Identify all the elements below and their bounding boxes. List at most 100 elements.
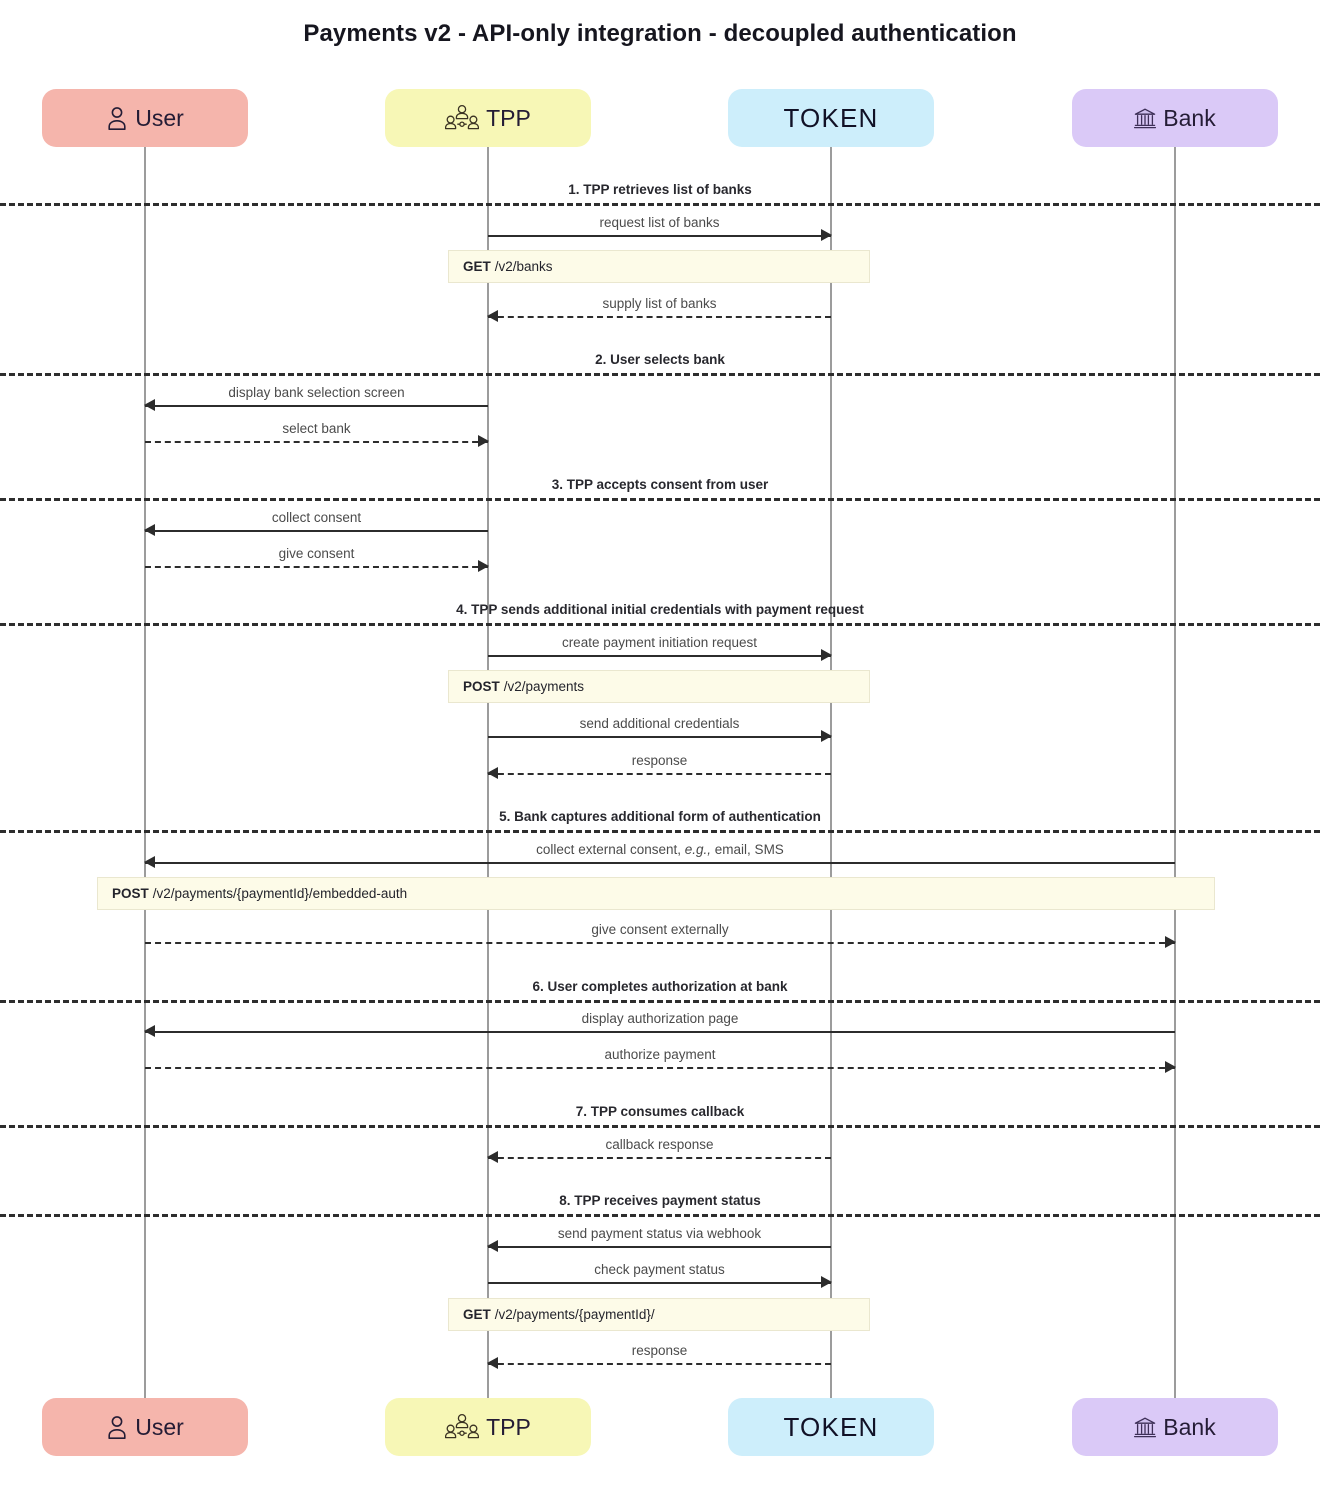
message-line	[488, 316, 831, 318]
arrow-head-icon	[487, 310, 498, 322]
message-label: give consent externally	[591, 922, 729, 937]
message-label: check payment status	[594, 1262, 725, 1277]
message-arrow: collect external consent, e.g., email, S…	[144, 842, 1175, 868]
message-arrow: callback response	[487, 1137, 831, 1163]
section-label-4: 4. TPP sends additional initial credenti…	[456, 602, 864, 617]
section-divider-8	[0, 1214, 1320, 1217]
actor-label-bank: Bank	[1163, 1413, 1216, 1440]
message-line	[145, 1067, 1175, 1069]
message-arrow: collect consent	[144, 510, 488, 536]
message-arrow: supply list of banks	[487, 296, 831, 322]
message-label: collect consent	[271, 510, 362, 525]
note-path: /v2/payments/{paymentId}/embedded-auth	[152, 886, 408, 901]
section-divider-7	[0, 1125, 1320, 1128]
message-arrow: send additional credentials	[488, 716, 832, 742]
actor-label-user: User	[135, 1413, 184, 1440]
section-label-8: 8. TPP receives payment status	[559, 1193, 761, 1208]
actor-token-bottom[interactable]: TOKEN	[728, 1398, 934, 1456]
section-label-3: 3. TPP accepts consent from user	[551, 477, 769, 492]
people-gear-icon	[445, 104, 480, 132]
api-note: GET/v2/payments/{paymentId}/	[448, 1298, 870, 1331]
lifeline-bank	[1174, 146, 1176, 1400]
section-divider-5	[0, 830, 1320, 833]
section-divider-2	[0, 373, 1320, 376]
message-label: authorize payment	[604, 1047, 716, 1062]
person-icon	[106, 105, 128, 131]
message-label: send additional credentials	[579, 716, 740, 731]
message-line	[488, 773, 831, 775]
message-line	[488, 1363, 831, 1365]
actor-label-bank: Bank	[1163, 104, 1216, 131]
note-method: POST	[112, 886, 149, 901]
bank-building-icon	[1134, 1416, 1157, 1438]
section-label-1: 1. TPP retrieves list of banks	[568, 182, 752, 197]
section-label-2: 2. User selects bank	[595, 352, 725, 367]
message-label: supply list of banks	[602, 296, 717, 311]
message-arrow: request list of banks	[488, 215, 832, 241]
actor-label-token: TOKEN	[783, 102, 879, 133]
arrow-head-icon	[144, 856, 155, 868]
actor-label-tpp: TPP	[486, 104, 531, 131]
arrow-head-icon	[144, 1025, 155, 1037]
message-arrow: response	[487, 753, 831, 779]
message-label: create payment initiation request	[561, 635, 758, 650]
message-label: response	[631, 1343, 688, 1358]
actor-tpp-bottom[interactable]: TPP	[385, 1398, 591, 1456]
actor-user-bottom[interactable]: User	[42, 1398, 248, 1456]
actor-label-user: User	[135, 104, 184, 131]
arrow-head-icon	[144, 399, 155, 411]
message-arrow: send payment status via webhook	[487, 1226, 831, 1252]
message-label: response	[631, 753, 688, 768]
message-line	[488, 1157, 831, 1159]
section-divider-6	[0, 1000, 1320, 1003]
api-note: GET/v2/banks	[448, 250, 870, 283]
actor-token-top[interactable]: TOKEN	[728, 89, 934, 147]
message-label: give consent	[278, 546, 355, 561]
message-line	[488, 1282, 831, 1284]
api-note: POST/v2/payments/{paymentId}/embedded-au…	[97, 877, 1215, 910]
actor-user-top[interactable]: User	[42, 89, 248, 147]
note-method: GET	[463, 1307, 491, 1322]
message-label: callback response	[605, 1137, 714, 1152]
message-arrow: create payment initiation request	[488, 635, 832, 661]
arrow-head-icon	[1165, 936, 1176, 948]
note-path: /v2/banks	[494, 259, 553, 274]
arrow-head-icon	[821, 730, 832, 742]
section-divider-3	[0, 498, 1320, 501]
arrow-head-icon	[487, 1151, 498, 1163]
message-line	[145, 566, 488, 568]
actor-tpp-top[interactable]: TPP	[385, 89, 591, 147]
message-line	[145, 942, 1175, 944]
note-method: POST	[463, 679, 500, 694]
message-label: send payment status via webhook	[557, 1226, 762, 1241]
page-title: Payments v2 - API-only integration - dec…	[303, 20, 1017, 47]
message-arrow: display bank selection screen	[144, 385, 488, 411]
message-line	[488, 1246, 831, 1248]
lifeline-token	[830, 146, 832, 1400]
actor-label-tpp: TPP	[486, 1413, 531, 1440]
message-label: collect external consent, e.g., email, S…	[536, 842, 784, 857]
message-arrow: give consent externally	[145, 922, 1176, 948]
note-path: /v2/payments/{paymentId}/	[494, 1307, 655, 1322]
person-icon	[106, 1414, 128, 1440]
message-line	[145, 862, 1175, 864]
section-label-5: 5. Bank captures additional form of auth…	[499, 809, 821, 824]
api-note: POST/v2/payments	[448, 670, 870, 703]
message-label: request list of banks	[599, 215, 720, 230]
message-line	[488, 235, 831, 237]
actor-bank-top[interactable]: Bank	[1072, 89, 1278, 147]
arrow-head-icon	[821, 229, 832, 241]
people-gear-icon	[445, 1413, 480, 1441]
message-arrow: display authorization page	[144, 1011, 1175, 1037]
arrow-head-icon	[478, 560, 489, 572]
actor-bank-bottom[interactable]: Bank	[1072, 1398, 1278, 1456]
section-divider-1	[0, 203, 1320, 206]
message-line	[145, 1031, 1175, 1033]
message-line	[145, 530, 488, 532]
note-method: GET	[463, 259, 491, 274]
arrow-head-icon	[144, 524, 155, 536]
arrow-head-icon	[478, 435, 489, 447]
message-arrow: select bank	[145, 421, 489, 447]
arrow-head-icon	[487, 1240, 498, 1252]
